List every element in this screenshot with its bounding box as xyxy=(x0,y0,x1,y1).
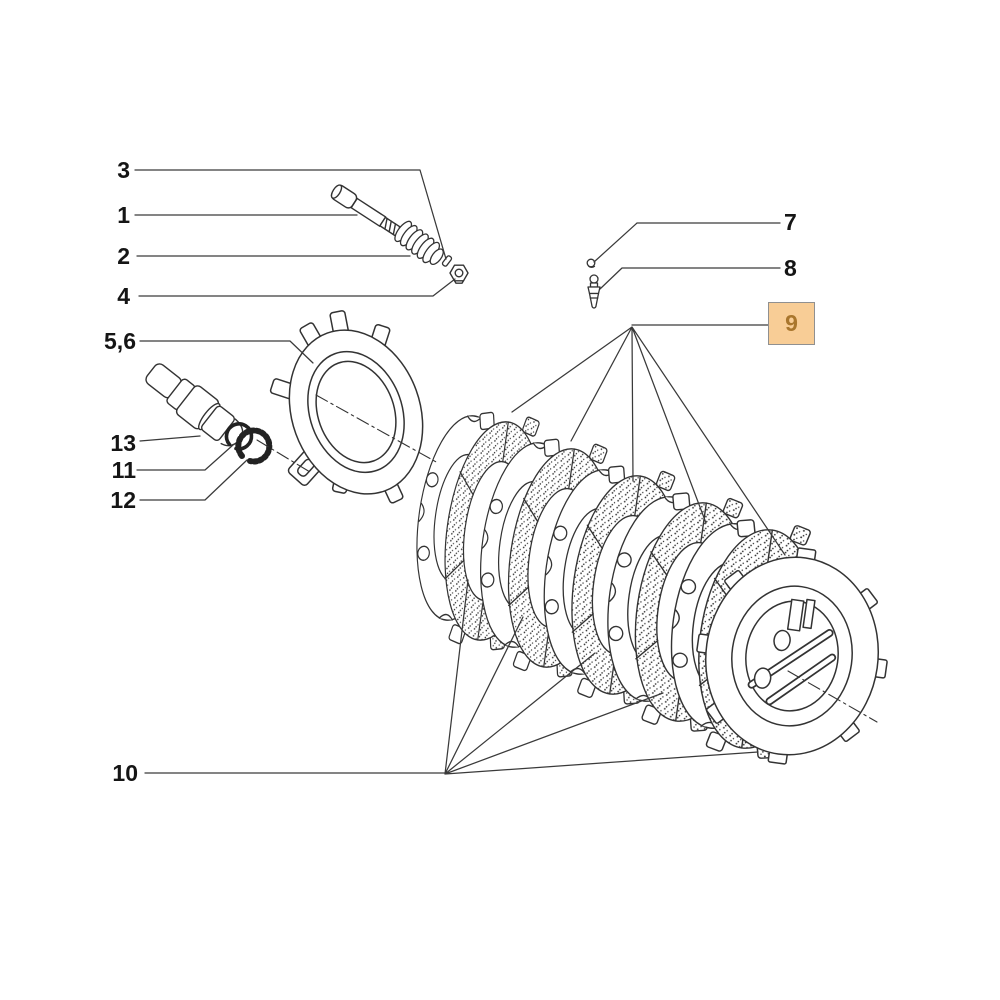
spring-drawing xyxy=(394,220,444,266)
leader-9 xyxy=(511,324,786,556)
part-label-10: 10 xyxy=(112,760,138,786)
leader-11 xyxy=(136,444,234,471)
part-label-4: 4 xyxy=(117,283,130,309)
pressure-plate-drawing xyxy=(696,547,888,765)
part-label-1: 1 xyxy=(117,202,130,228)
part-label-12: 12 xyxy=(110,487,136,513)
part-label-5-6: 5,6 xyxy=(104,328,136,354)
nut-drawing xyxy=(449,264,469,284)
leader-3 xyxy=(134,169,447,260)
part-label-3: 3 xyxy=(117,157,130,183)
leader-13 xyxy=(139,435,201,442)
part-label-8: 8 xyxy=(784,255,797,281)
leader-4 xyxy=(138,278,456,297)
leader-5-6 xyxy=(139,340,314,364)
axis-centerline xyxy=(256,394,878,723)
part-label-7: 7 xyxy=(784,209,797,235)
leader-7 xyxy=(593,222,781,263)
snap-ring-drawing xyxy=(224,422,254,451)
bolt-drawing xyxy=(330,184,407,240)
washer-drawing xyxy=(441,255,453,267)
leader-12 xyxy=(139,459,248,501)
part-label-9-text: 9 xyxy=(785,310,798,336)
lock-ring-drawing xyxy=(269,310,424,504)
leader-10 xyxy=(144,579,759,775)
part-label-13: 13 xyxy=(110,430,136,456)
leader-lines xyxy=(134,169,786,775)
leader-8 xyxy=(599,267,781,290)
shaft-drawing xyxy=(145,363,244,447)
bearing-ring-drawing xyxy=(235,427,273,465)
part-label-2: 2 xyxy=(117,243,130,269)
part-label-9-highlighted[interactable]: 9 xyxy=(768,302,815,345)
cap-drawing xyxy=(586,258,596,268)
grease-fitting-drawing xyxy=(587,274,601,309)
part-label-11: 11 xyxy=(111,457,136,483)
